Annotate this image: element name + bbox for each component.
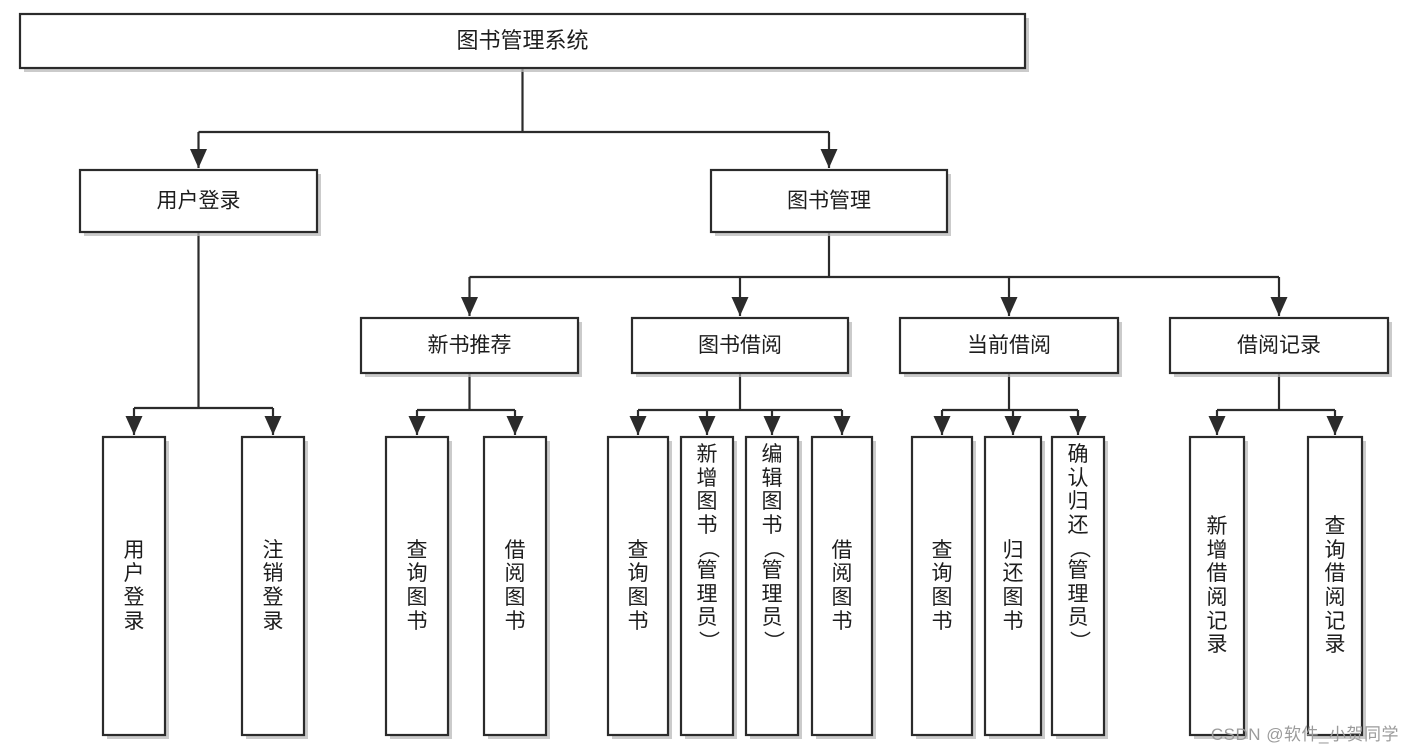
node-box-leaf-query-book-recommend[interactable] bbox=[384, 435, 450, 737]
node-box-root[interactable] bbox=[18, 12, 1027, 70]
node-box-leaf-query-book-borrow[interactable] bbox=[606, 435, 670, 737]
node-label-user-login: 用户登录 bbox=[157, 190, 241, 213]
connectors-layer bbox=[125, 68, 1344, 435]
arrow-head-icon bbox=[190, 149, 207, 168]
node-box-book-borrow[interactable] bbox=[630, 316, 850, 375]
node-label-root: 图书管理系统 bbox=[456, 28, 588, 53]
node-box-leaf-query-book-current[interactable] bbox=[910, 435, 974, 737]
arrow-head-icon bbox=[698, 416, 716, 435]
node-box-new-book-recommend[interactable] bbox=[359, 316, 580, 375]
arrow-head-icon bbox=[1270, 297, 1288, 316]
arrow-head-icon bbox=[408, 416, 426, 435]
arrow-head-icon bbox=[1326, 416, 1344, 435]
node-label-book-borrow: 图书借阅 bbox=[698, 334, 782, 357]
arrow-head-icon bbox=[1004, 416, 1022, 435]
arrow-head-icon bbox=[1069, 416, 1087, 435]
node-box-book-management[interactable] bbox=[709, 168, 949, 234]
node-box-leaf-add-book-admin[interactable] bbox=[679, 435, 735, 737]
node-box-borrow-record[interactable] bbox=[1168, 316, 1390, 375]
node-label-current-borrow: 当前借阅 bbox=[967, 334, 1051, 357]
arrow-head-icon bbox=[833, 416, 851, 435]
arrow-head-icon bbox=[1000, 297, 1018, 316]
node-box-leaf-logout-login[interactable] bbox=[240, 435, 306, 737]
node-box-leaf-return-book[interactable] bbox=[983, 435, 1043, 737]
node-box-current-borrow[interactable] bbox=[898, 316, 1120, 375]
arrow-head-icon bbox=[933, 416, 951, 435]
arrow-head-icon bbox=[461, 297, 478, 316]
arrow-head-icon bbox=[731, 297, 749, 316]
node-box-leaf-borrow-book-recommend[interactable] bbox=[482, 435, 548, 737]
node-box-leaf-user-login[interactable] bbox=[101, 435, 167, 737]
node-box-leaf-query-borrow-record[interactable] bbox=[1306, 435, 1364, 737]
arrow-head-icon bbox=[264, 416, 282, 435]
node-box-leaf-borrow-book-borrow[interactable] bbox=[810, 435, 874, 737]
node-label-book-management: 图书管理 bbox=[787, 190, 871, 213]
arrow-head-icon bbox=[1208, 416, 1226, 435]
node-box-user-login[interactable] bbox=[78, 168, 319, 234]
arrow-head-icon bbox=[506, 416, 524, 435]
node-label-new-book-recommend: 新书推荐 bbox=[428, 334, 512, 357]
arrow-head-icon bbox=[763, 416, 781, 435]
node-label-borrow-record: 借阅记录 bbox=[1237, 334, 1321, 357]
node-box-leaf-confirm-return-admin[interactable] bbox=[1050, 435, 1106, 737]
arrow-head-icon bbox=[820, 149, 838, 168]
arrow-head-icon bbox=[125, 416, 143, 435]
watermark-text: CSDN @软件_小贺同学 bbox=[1210, 725, 1399, 744]
node-box-leaf-add-borrow-record[interactable] bbox=[1188, 435, 1246, 737]
arrow-head-icon bbox=[629, 416, 647, 435]
node-box-leaf-edit-book-admin[interactable] bbox=[744, 435, 800, 737]
boxes-layer bbox=[18, 12, 1392, 739]
